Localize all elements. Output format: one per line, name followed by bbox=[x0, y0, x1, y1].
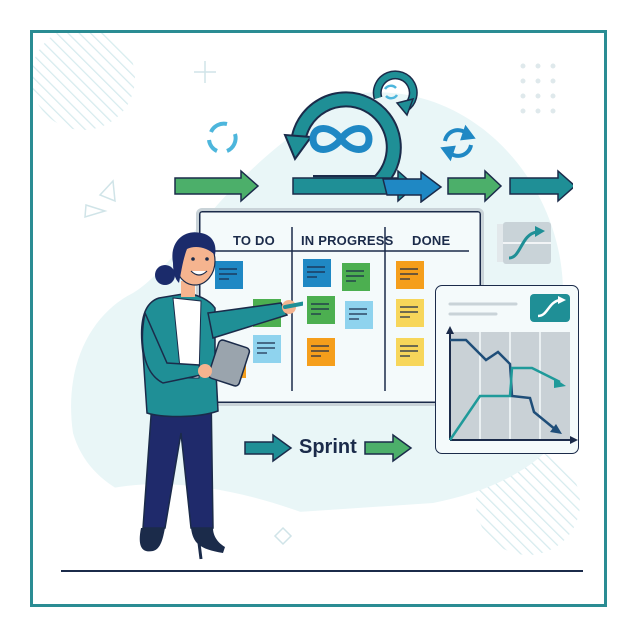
sticky-note bbox=[396, 338, 424, 366]
sticky-note bbox=[345, 301, 373, 329]
cycle-icon bbox=[207, 121, 238, 153]
sticky-note bbox=[396, 299, 424, 327]
column-header-todo: TO DO bbox=[233, 233, 275, 248]
illustration-frame: TO DO IN PROGRESS DONE bbox=[30, 30, 607, 607]
mini-chart-icon bbox=[497, 222, 551, 264]
sticky-note bbox=[307, 296, 335, 324]
sticky-note bbox=[307, 338, 335, 366]
sprint-arrow-left bbox=[244, 433, 293, 463]
column-header-done: DONE bbox=[412, 233, 451, 248]
sticky-note bbox=[342, 263, 370, 291]
refresh-icon bbox=[383, 84, 399, 100]
pen-icon bbox=[283, 301, 303, 309]
tablet-icon bbox=[207, 339, 251, 387]
sticky-note bbox=[303, 259, 331, 287]
sticky-note bbox=[253, 335, 281, 363]
column-header-in-progress: IN PROGRESS bbox=[301, 233, 394, 248]
sprint-label: Sprint bbox=[299, 436, 357, 458]
presenter-woman bbox=[139, 232, 303, 560]
burndown-chart bbox=[446, 294, 578, 444]
infinity-icon bbox=[309, 125, 373, 153]
burndown-chart-card bbox=[435, 285, 579, 454]
agile-flow bbox=[174, 70, 573, 203]
sprint-arrow-right bbox=[364, 433, 413, 463]
cycle-icon bbox=[440, 124, 476, 162]
sticky-note bbox=[396, 261, 424, 289]
sticky-note bbox=[215, 261, 243, 289]
